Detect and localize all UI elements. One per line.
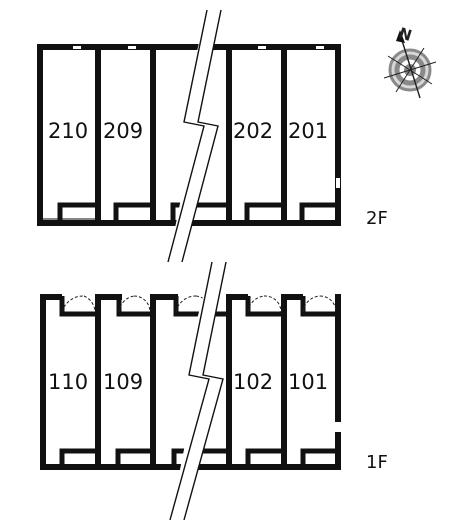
unit-202-label: 202 xyxy=(233,119,273,143)
unit-201-label: 201 xyxy=(288,119,328,143)
floor-2-top-windows xyxy=(73,46,324,49)
unit-209-label: 209 xyxy=(103,119,143,143)
unit-102-label: 102 xyxy=(233,370,273,394)
floor-1-break-symbol xyxy=(169,261,227,521)
floor-2-break-symbol xyxy=(167,9,222,263)
floor-1-side-window xyxy=(335,422,341,432)
floor-2-partitions xyxy=(95,47,287,223)
unit-109-label: 109 xyxy=(103,370,143,394)
floor-2-side-window xyxy=(336,178,340,188)
floor-2-label: 2F xyxy=(366,208,388,229)
unit-101-label: 101 xyxy=(288,370,328,394)
unit-110-label: 110 xyxy=(48,370,88,394)
floor-1-partitions xyxy=(95,294,287,470)
floor-2-balconies xyxy=(43,202,338,220)
floor-1-label: 1F xyxy=(366,452,388,473)
compass-north-letter: N xyxy=(396,24,414,45)
unit-210-label: 210 xyxy=(48,119,88,143)
floor-1-balconies xyxy=(59,448,338,466)
compass-rose-icon: N xyxy=(383,24,437,99)
